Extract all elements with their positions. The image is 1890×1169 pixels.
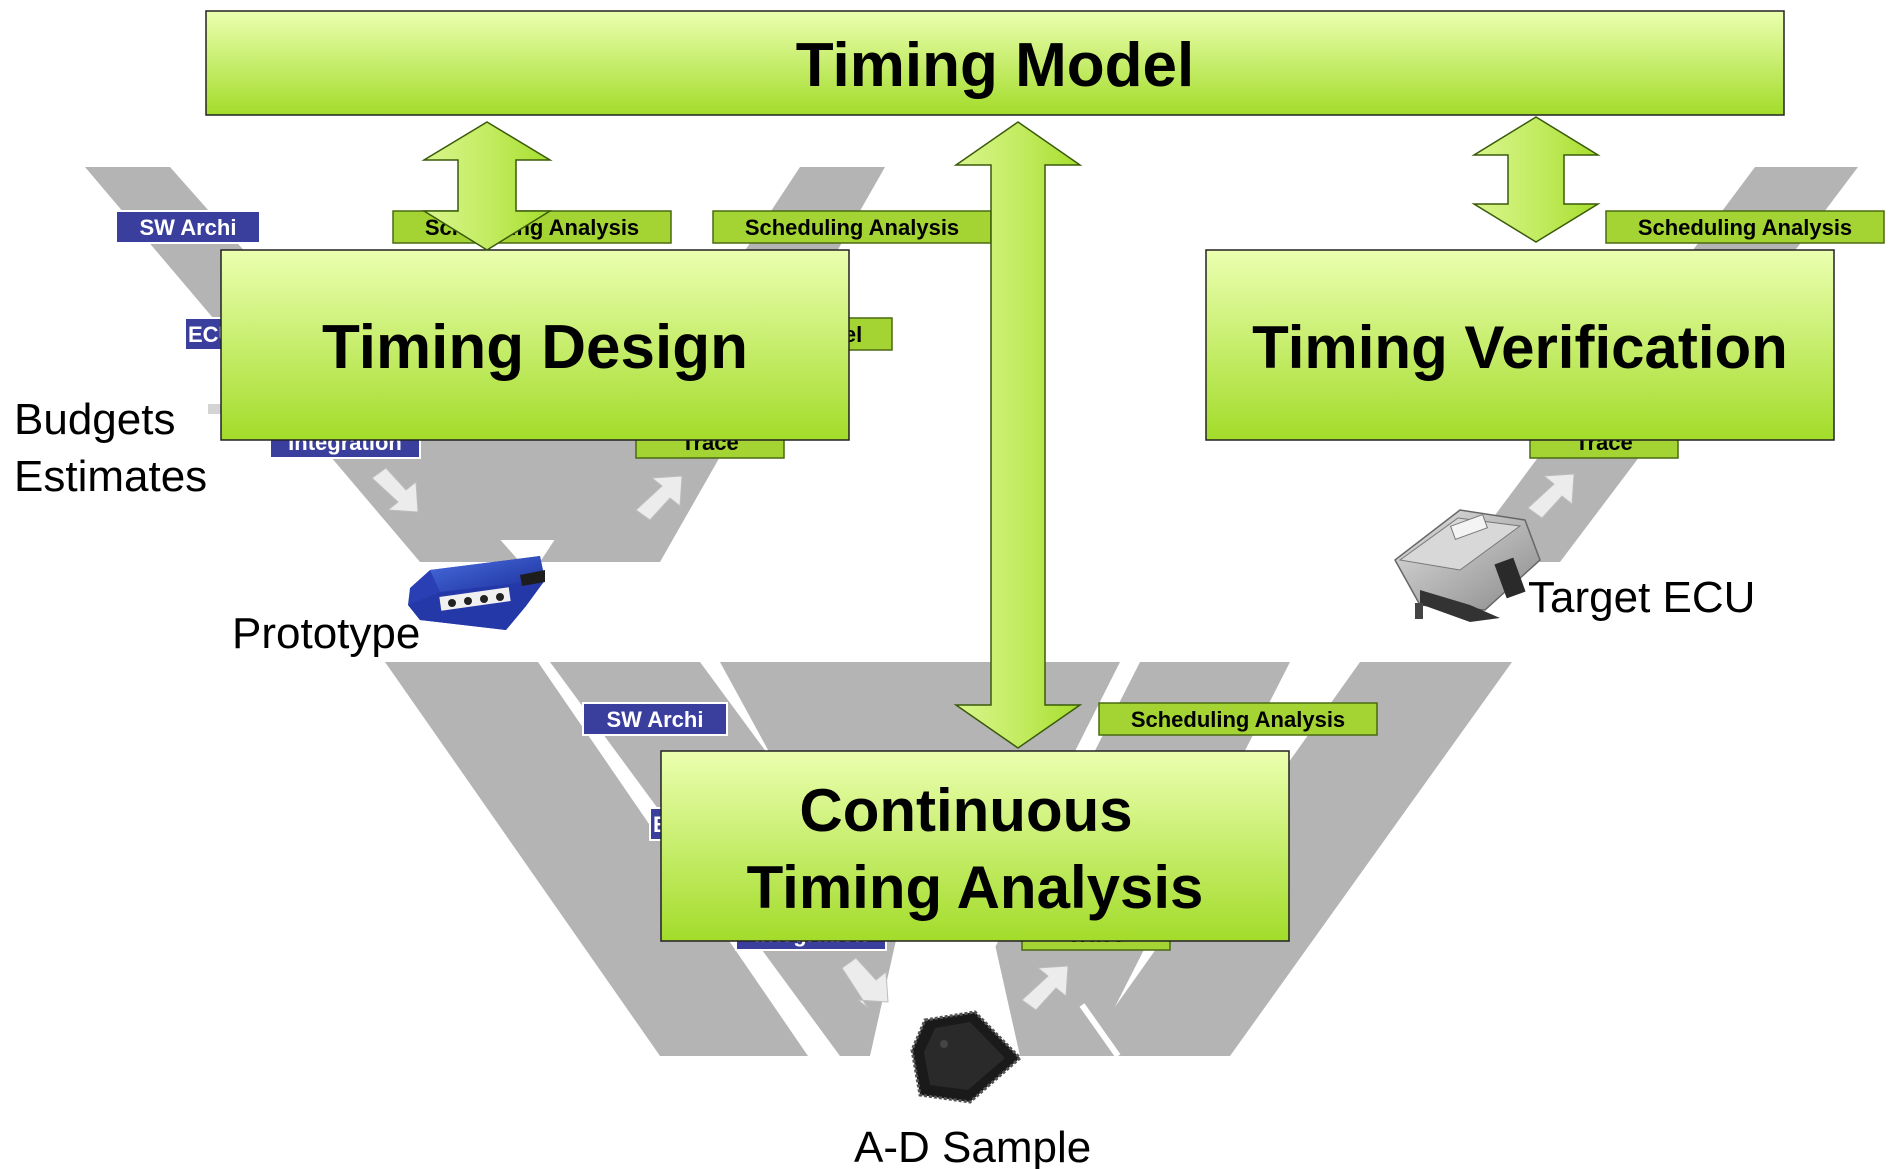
tag-scheduling-analysis-bottom: Scheduling Analysis [1098,702,1378,736]
timing-verification-title: Timing Verification [1252,314,1788,381]
target-ecu-label: Target ECU [1528,573,1755,622]
ghost-arrow-down-left-bottom [841,957,889,1009]
ghost-arrow-up-right-top [635,475,683,521]
tag-scheduling-analysis-right-label: Scheduling Analysis [1638,215,1852,240]
tag-scheduling-analysis-bottom-label: Scheduling Analysis [1131,707,1345,732]
timing-model-box: Timing Model [205,10,1785,116]
tag-scheduling-analysis-right: Scheduling Analysis [1605,210,1885,244]
tag-sw-archi-bottom-label: SW Archi [607,707,704,732]
microchip-icon [910,1010,1023,1104]
budgets-label: Budgets [14,395,175,444]
prototype-device-icon [408,556,545,630]
continuous-title-line1: Continuous [799,777,1132,844]
double-arrow-model-continuous [953,121,1083,749]
ghost-arrow-stub-budgets [208,404,226,414]
tag-sw-archi-top-label: SW Archi [140,215,237,240]
timing-design-box: Timing Design [220,249,850,441]
timing-verification-box: Timing Verification [1205,249,1835,441]
ghost-arrow-up-right-ecu [1527,473,1575,519]
ghost-arrow-up-right-bottom [1021,965,1069,1011]
tag-sw-archi-bottom: SW Archi [582,702,728,736]
bottom-v-right-band-outer [1080,662,1512,1056]
estimates-label: Estimates [14,452,207,501]
tag-scheduling-analysis-top-2-label: Scheduling Analysis [745,215,959,240]
tag-scheduling-analysis-top-2: Scheduling Analysis [712,210,992,244]
continuous-timing-analysis-box: Continuous Timing Analysis [660,750,1290,942]
prototype-label: Prototype [232,609,420,658]
continuous-title-line2: Timing Analysis [747,854,1204,921]
double-arrow-model-verification [1471,116,1601,243]
timing-design-title: Timing Design [322,313,748,382]
bottom-v-left-band-outer [385,662,808,1056]
timing-model-title: Timing Model [796,31,1194,100]
double-arrow-model-design [421,121,553,251]
bottom-v-separator-left [787,1003,825,1058]
ghost-arrows [208,404,1575,1011]
ecu-module-icon [1394,509,1541,622]
bottom-v-separator-right [1079,1003,1121,1058]
tag-sw-archi-top: SW Archi [115,210,261,244]
ad-sample-label: A-D Sample [854,1123,1091,1169]
ghost-arrow-down-left-top [371,467,419,513]
